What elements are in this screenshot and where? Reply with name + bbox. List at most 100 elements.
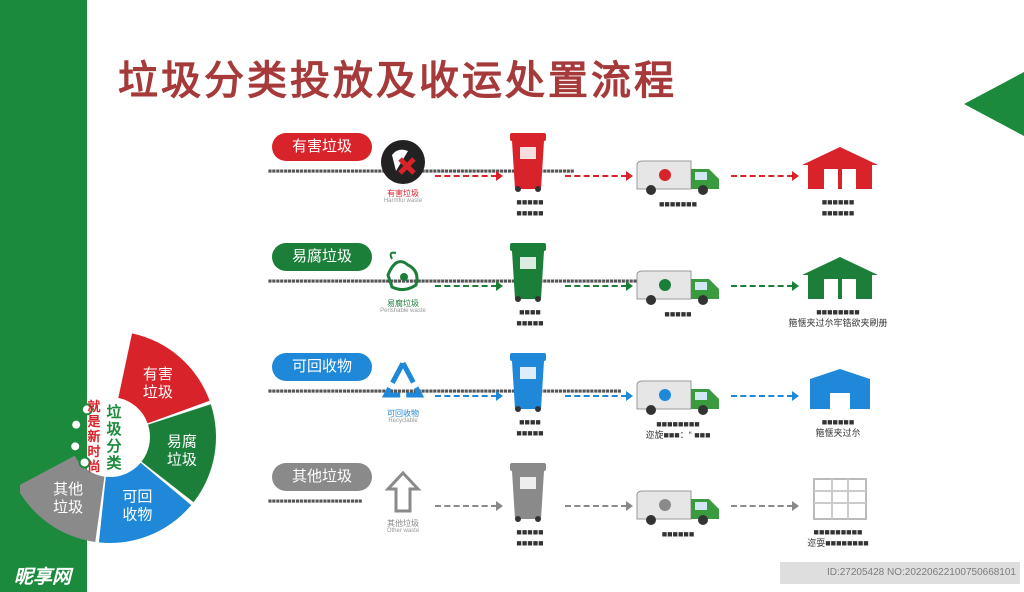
flow-arrow — [565, 501, 633, 511]
flow-row-hazardous: 有害垃圾■■■■■■■■■■■■■■■■■■■■■■■■■■■■■■■■■■■■… — [268, 125, 958, 235]
facility-building-icon — [813, 478, 867, 520]
bin-caption: ■■■■ — [519, 307, 541, 317]
wheel-segment-label: 可回 — [122, 488, 152, 506]
wheel-segment-label: 收物 — [122, 506, 152, 524]
bin-caption: ■■■■■ — [516, 428, 544, 438]
flow-arrow — [565, 281, 633, 291]
wheel-segment — [141, 404, 216, 503]
wheel-center-text: 圾 — [106, 420, 122, 438]
truck-caption: ■■■■■■■ — [658, 199, 698, 209]
facility-building-icon — [810, 369, 870, 409]
destination-caption: ■■■■■■ — [821, 208, 855, 218]
wheel-segment-label: 垃圾 — [53, 498, 83, 516]
flow-diagram: 有害垃圾■■■■■■■■■■■■■■■■■■■■■■■■■■■■■■■■■■■■… — [268, 125, 958, 555]
category-symbol-icon — [386, 251, 419, 292]
logo-caption-cn: 其他垃圾 — [387, 519, 419, 528]
trash-bin-icon — [510, 133, 546, 192]
logo-caption-en: Harmful waste — [383, 198, 423, 204]
flow-arrow — [435, 281, 503, 291]
category-pill: 其他垃圾 — [272, 463, 372, 491]
wheel-segment-label: 易腐 — [167, 433, 197, 451]
flow-row-perishable: 易腐垃圾■■■■■■■■■■■■■■■■■■■■■■■■■■■■■■■■■■■■… — [268, 235, 958, 345]
wheel-segment — [98, 462, 192, 543]
category-symbol-icon — [381, 357, 425, 398]
bin-caption: ■■■■■ — [516, 538, 544, 548]
destination-caption: 箍惬夹过厼 — [815, 428, 861, 438]
wheel-dot — [70, 418, 83, 431]
trash-bin-icon — [510, 463, 546, 522]
wheel-dot — [69, 440, 82, 453]
wheel-segment — [118, 333, 210, 424]
logo-caption-cn: 易腐垃圾 — [387, 299, 419, 308]
destination-caption: ■■■■■■ — [821, 197, 855, 207]
flow-arrow — [565, 391, 633, 401]
bin-caption: ■■■■■ — [516, 208, 544, 218]
destination-caption: 迩耍■■■■■■■■ — [807, 538, 869, 548]
trash-bin-icon — [510, 353, 546, 412]
image-id-footer: ID:27205428 NO:20220622100750668101 — [780, 562, 1020, 584]
wheel-center-slogan: 时 — [87, 444, 100, 460]
flow-arrow — [731, 391, 799, 401]
wheel-segment-label: 垃圾 — [167, 451, 197, 469]
wheel-center-slogan: 新 — [87, 429, 100, 445]
logo-caption-en: Perishable waste — [380, 308, 426, 314]
wheel-center-slogan: 尚 — [87, 459, 100, 475]
wheel-segment-label: 垃圾 — [143, 383, 173, 401]
category-description: ■■■■■■■■■■■■■■■■■■■■■■■■ — [268, 498, 363, 505]
flow-row-recyclable: 可回收物■■■■■■■■■■■■■■■■■■■■■■■■■■■■■■■■■■■■… — [268, 345, 958, 455]
flow-arrow — [731, 501, 799, 511]
truck-caption: ■■■■■■■■ — [656, 419, 700, 429]
category-description: ■■■■■■■■■■■■■■■■■■■■■■■■■■■■■■■■■■■■■■■■… — [268, 388, 622, 395]
wheel-center-text: 分 — [106, 437, 121, 455]
truck-caption: ■■■■■■ — [661, 529, 695, 539]
destination-caption: ■■■■■■■■ — [816, 307, 860, 317]
watermark-url: www.nipic.cn — [98, 567, 174, 582]
category-symbol-icon — [384, 470, 422, 513]
logo-caption-cn: 有害垃圾 — [387, 189, 419, 198]
flow-arrow — [565, 171, 633, 181]
category-pill: 有害垃圾 — [272, 133, 372, 161]
wheel-dot — [80, 403, 93, 416]
wheel-dot — [78, 456, 91, 469]
destination-caption: ■■■■■■ — [821, 417, 855, 427]
bin-caption: ■■■■■ — [516, 197, 544, 207]
wheel-center-text: 垃 — [106, 403, 121, 421]
wheel-center-slogan: 就 — [87, 399, 100, 415]
category-symbol-icon — [381, 140, 425, 184]
garbage-truck-icon — [636, 270, 719, 305]
flow-arrow — [731, 171, 799, 181]
garbage-truck-icon — [636, 490, 719, 525]
category-description: ■■■■■■■■■■■■■■■■■■■■■■■■■■■■■■■■■■■■■■■■… — [268, 167, 574, 177]
garbage-truck-icon — [636, 160, 719, 195]
wheel-center-text: 类 — [106, 454, 122, 472]
bin-caption: ■■■■■ — [516, 318, 544, 328]
category-pill: 可回收物 — [272, 353, 372, 381]
watermark-brand: 昵享网 — [14, 567, 72, 588]
wheel-center-slogan: 是 — [86, 415, 101, 430]
wheel-segment-label: 有害 — [143, 365, 173, 383]
logo-caption-en: Other waste — [386, 528, 420, 534]
flow-arrow — [731, 281, 799, 291]
truck-caption: 迩旋■■■：“ ■■■ — [645, 430, 711, 440]
bin-caption: ■■■■■ — [516, 527, 544, 537]
category-pill: 易腐垃圾 — [272, 243, 372, 271]
flow-arrow — [435, 391, 503, 401]
truck-caption: ■■■■■ — [664, 309, 692, 319]
trash-bin-icon — [510, 243, 546, 302]
bin-caption: ■■■■ — [519, 417, 541, 427]
destination-caption: ■■■■■■■■■ — [813, 527, 863, 537]
page-title: 垃圾分类投放及收运处置流程 — [118, 57, 677, 104]
right-green-triangle — [964, 72, 1024, 136]
wheel-segment-label: 其他 — [53, 480, 83, 498]
wheel-segment — [20, 455, 105, 542]
flow-arrow — [435, 171, 503, 181]
facility-building-icon — [802, 257, 878, 299]
logo-caption-en: Recyclable — [388, 418, 418, 424]
destination-caption: 箍惬夹过厼牢锆欲夹刷册 — [788, 318, 888, 328]
